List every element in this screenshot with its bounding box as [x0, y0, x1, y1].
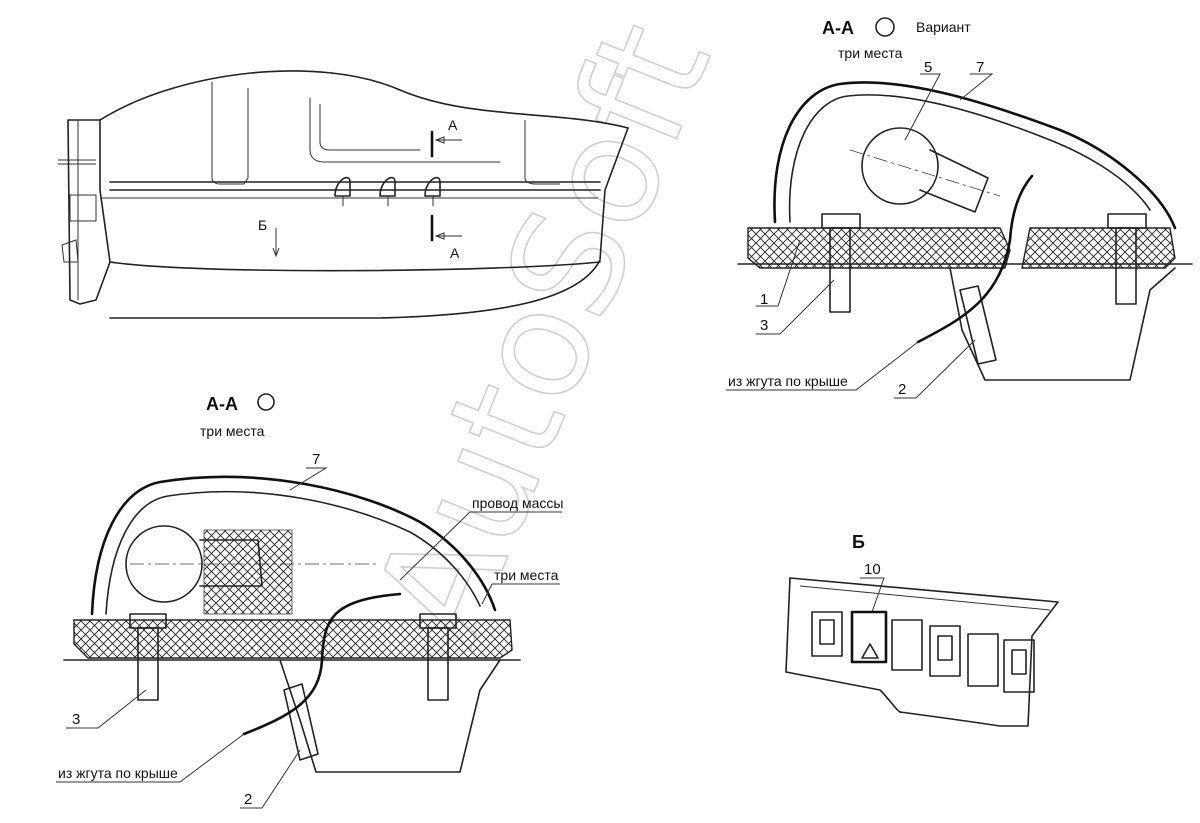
section-subtitle: три места: [838, 45, 903, 61]
three-places-label: три места: [494, 567, 559, 583]
callout-7: 7: [312, 451, 320, 468]
rotate-icon: [875, 17, 895, 37]
section-subtitle: три места: [200, 423, 265, 439]
callout-5: 5: [924, 59, 932, 76]
cab-side-view: А А Б: [58, 70, 629, 319]
callout-3: 3: [760, 317, 768, 334]
callout-2: 2: [898, 381, 906, 398]
lamp-marker: [424, 176, 441, 206]
bulb-icon: [125, 525, 203, 603]
section-mark-a-top: А: [448, 117, 458, 133]
harness-label: из жгута по крыше: [58, 765, 178, 781]
hazard-switch: [850, 610, 888, 664]
hazard-icon: [861, 643, 879, 659]
section-title: А-А: [822, 18, 854, 38]
watermark: AutoSoft: [341, 0, 745, 664]
ground-wire-label: провод массы: [472, 495, 563, 511]
harness-label: из жгута по крыше: [728, 373, 848, 389]
callout-3: 3: [72, 711, 80, 728]
callout-10: 10: [864, 561, 881, 578]
lamp-marker: [379, 176, 396, 206]
callout-2: 2: [244, 791, 252, 808]
callout-7: 7: [976, 59, 984, 76]
section-title: А-А: [206, 394, 238, 414]
section-aa-main: А-А три места 7 провод массы три места 3: [56, 393, 563, 809]
svg-text:AutoSoft: AutoSoft: [342, 1, 745, 664]
view-title: Б: [852, 532, 865, 552]
section-aa-variant: А-А Вариант три места 5 7 1 3: [726, 17, 1193, 399]
rotate-icon: [257, 393, 275, 411]
section-mark-a-bottom: А: [450, 245, 460, 261]
view-b-panel: Б 10: [785, 532, 1059, 727]
lamp-marker: [334, 176, 351, 206]
view-mark-b: Б: [258, 217, 267, 233]
callout-1: 1: [760, 291, 768, 308]
variant-label: Вариант: [916, 19, 971, 35]
bulb-icon: [861, 127, 939, 205]
